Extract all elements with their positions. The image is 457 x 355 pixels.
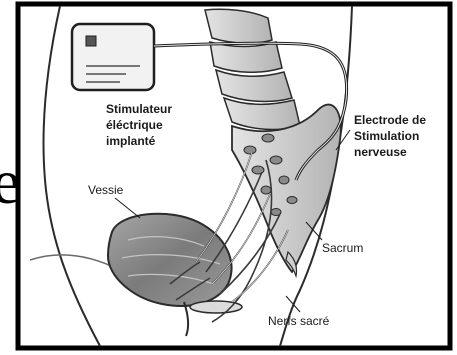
stimulator-device [72,24,154,90]
electrode-label-line-2: Stimulation [354,128,426,144]
nerves-label: Nerfs sacré [268,313,329,329]
electrode-label-line-3: nerveuse [354,144,426,160]
electrode-label: Electrode de Stimulation nerveuse [354,112,426,160]
stimulator-label: Stimulateur éléctrique implanté [106,101,172,149]
stimulator-label-line-3: implanté [106,133,172,149]
stimulator-label-line-1: Stimulateur [106,101,172,117]
electrode-label-line-1: Electrode de [354,112,426,128]
sacrum-label: Sacrum [322,240,363,256]
stimulator-label-line-2: éléctrique [106,117,172,133]
bladder-label: Vessie [88,182,123,198]
